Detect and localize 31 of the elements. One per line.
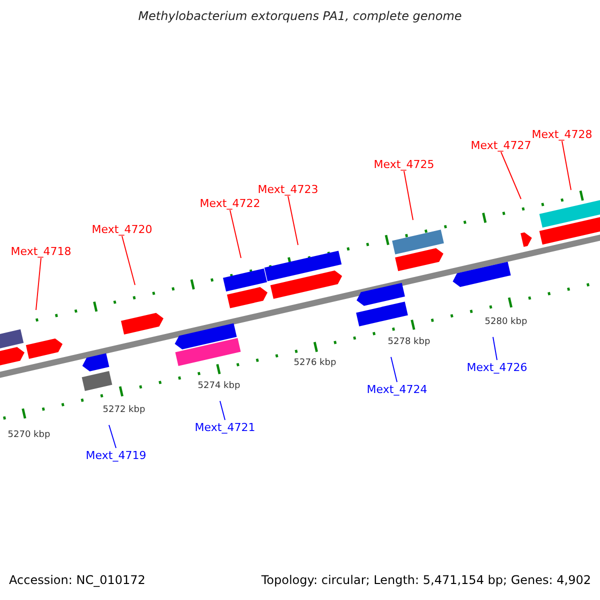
gene-label: Mext_4718: [10, 245, 72, 258]
gene-label: Mext_4721: [194, 421, 256, 434]
gene-label: Mext_4724: [366, 383, 428, 396]
footer-note: Accession: NC_010172: [9, 574, 146, 587]
leader-line: [390, 356, 398, 382]
gene-label: Mext_4723: [258, 183, 318, 196]
leader-line: [122, 236, 136, 286]
scale-label: 5278 kbp: [388, 336, 430, 349]
scale-label: 5280 kbp: [484, 316, 528, 329]
gene-label: Mext_4725: [374, 158, 434, 171]
gene-label: Mext_4722: [200, 197, 260, 210]
leader-line: [36, 258, 42, 310]
gene-label: Mext_4720: [92, 223, 152, 236]
scale-label: 5270 kbp: [8, 429, 50, 442]
leader-line: [288, 196, 298, 246]
scale-label: 5272 kbp: [102, 404, 146, 417]
gene-label: Mext_4719: [86, 449, 146, 462]
leader-line: [108, 424, 116, 448]
leader-line: [404, 170, 414, 220]
scale-label: 5274 kbp: [198, 380, 240, 393]
leader-line: [230, 210, 242, 258]
leader-line: [492, 336, 498, 360]
leader-line: [220, 400, 226, 420]
leader-line: [562, 140, 572, 190]
gene-label: Mext_4728: [532, 128, 592, 141]
gene-label: Mext_4726: [466, 361, 528, 374]
gene-label: Mext_4727: [470, 139, 532, 152]
scale-label: 5276 kbp: [294, 357, 336, 370]
title: Methylobacterium extorquens PA1, complete genome: [138, 10, 462, 23]
footer-note: Topology: circular; Length: 5,471,154 bp; Genes: 4,902: [261, 574, 591, 587]
leader-line: [500, 152, 522, 200]
